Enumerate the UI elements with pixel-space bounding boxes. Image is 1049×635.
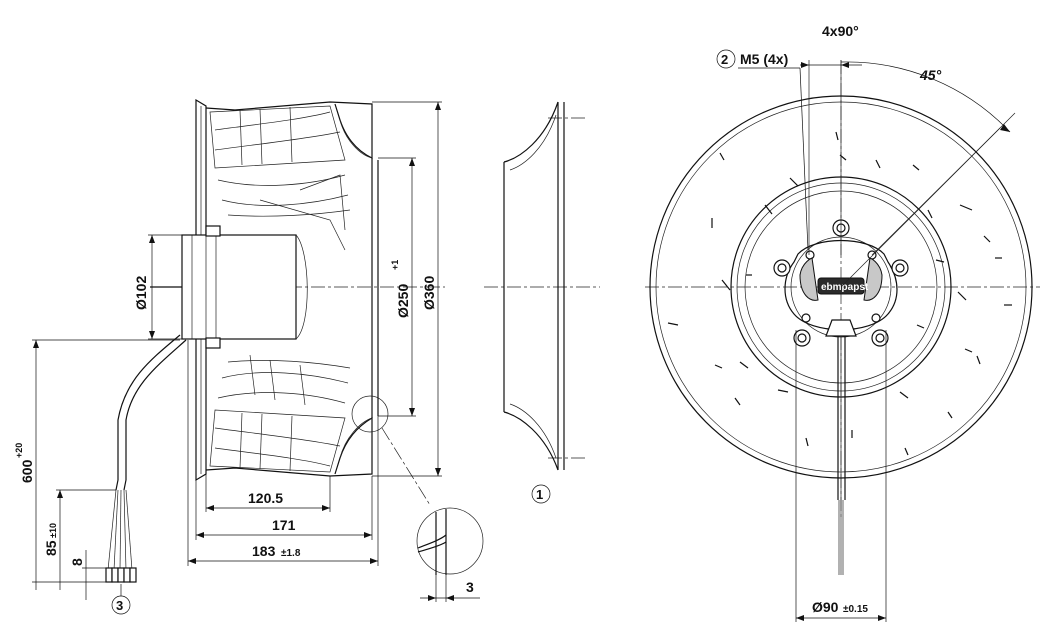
dim-183-tol: ±1.8	[281, 548, 301, 559]
front-view: ebmpapst	[645, 60, 1040, 575]
callout-3-label: 3	[116, 598, 123, 613]
dim-600-tol: +20	[14, 443, 24, 458]
callout-2: 2 M5 (4x)	[716, 49, 809, 251]
brand-logo: ebmpapst	[821, 282, 869, 293]
dim-600: 600	[19, 459, 35, 483]
callout-1: 1	[531, 484, 551, 504]
side-dimensions: Ø102 Ø250 +1 Ø360 600 +20 85 ±10 8	[14, 101, 442, 600]
mounting-bosses	[773, 219, 909, 347]
inlet-ring-view	[484, 101, 600, 471]
dim-171: 171	[272, 517, 296, 533]
dim-8: 8	[69, 558, 85, 566]
callout-2-text: M5 (4x)	[740, 51, 788, 67]
dim-4x90: 4x90°	[822, 23, 859, 39]
detail-view: 3	[416, 507, 484, 602]
dim-d250-tol: +1	[390, 260, 400, 270]
dim-3: 3	[466, 579, 474, 595]
dim-d90: Ø90	[812, 599, 839, 615]
side-view	[105, 98, 445, 583]
dim-85-tol: ±10	[48, 523, 58, 538]
callout-2-label: 2	[721, 52, 728, 67]
angle-dimensions: 4x90° 45°	[800, 23, 1011, 133]
callout-3: 3	[111, 584, 131, 615]
dim-120-5: 120.5	[248, 490, 283, 506]
dim-d360: Ø360	[421, 276, 437, 310]
dim-183: 183	[252, 543, 276, 559]
dim-d90-tol: ±0.15	[843, 604, 868, 615]
blade-marks	[667, 131, 1012, 456]
callout-1-label: 1	[536, 487, 543, 502]
dim-85: 85	[43, 540, 59, 556]
dim-d250: Ø250	[395, 284, 411, 318]
dim-d90-group: Ø90 ±0.15	[795, 330, 887, 622]
dim-d102: Ø102	[133, 276, 149, 310]
dim-45: 45°	[919, 67, 942, 83]
